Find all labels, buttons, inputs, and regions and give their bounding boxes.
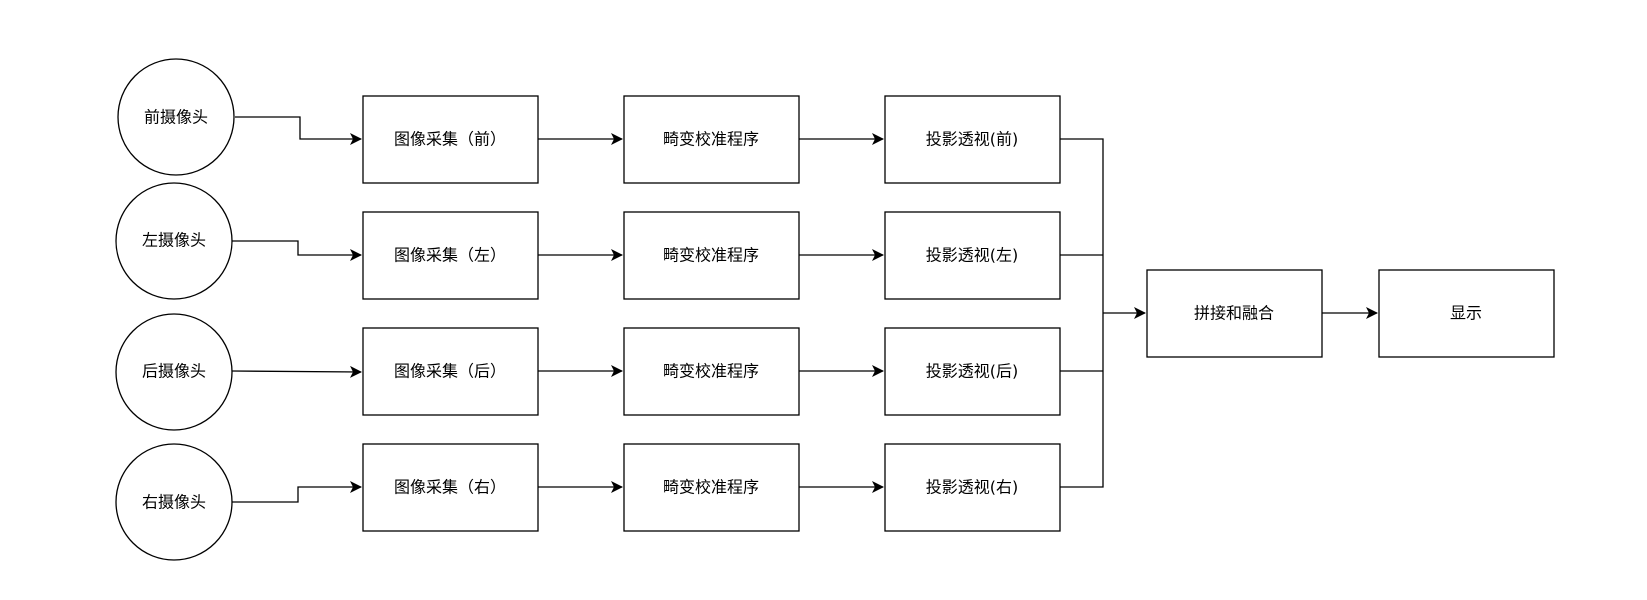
edge-camera-rear-to-capture xyxy=(231,365,362,378)
camera-front-label: 前摄像头 xyxy=(144,108,208,127)
display-node xyxy=(1378,269,1555,358)
projection-right-label: 投影透视(右) xyxy=(926,478,1019,497)
edge-camera-front-to-capture xyxy=(235,116,362,145)
stitch-label: 拼接和融合 xyxy=(1194,304,1274,323)
camera-right-label: 右摄像头 xyxy=(142,493,206,512)
calibration-rear-label: 畸变校准程序 xyxy=(663,362,759,381)
edge-projection-front-to-stitch xyxy=(1060,138,1104,313)
edge-camera-right-to-capture xyxy=(232,481,362,503)
calibration-front-label: 畸变校准程序 xyxy=(663,130,759,149)
capture-front-label: 图像采集（前） xyxy=(394,130,506,149)
calibration-left-label: 畸变校准程序 xyxy=(663,246,759,265)
capture-rear-label: 图像采集（后） xyxy=(394,362,506,381)
projection-rear-label: 投影透视(后) xyxy=(926,362,1019,381)
camera-front-node xyxy=(117,58,235,176)
edge-projection-right-to-stitch xyxy=(1060,313,1104,488)
projection-front-label: 投影透视(前) xyxy=(926,130,1019,149)
calibration-right-label: 畸变校准程序 xyxy=(663,478,759,497)
projection-left-label: 投影透视(左) xyxy=(926,246,1019,265)
camera-rear-label: 后摄像头 xyxy=(142,362,206,381)
capture-right-label: 图像采集（右） xyxy=(394,478,506,497)
display-label: 显示 xyxy=(1450,304,1482,323)
capture-left-label: 图像采集（左） xyxy=(394,246,506,265)
camera-rear-node xyxy=(115,313,233,431)
edge-camera-left-to-capture xyxy=(232,240,362,261)
camera-left-label: 左摄像头 xyxy=(142,231,206,250)
